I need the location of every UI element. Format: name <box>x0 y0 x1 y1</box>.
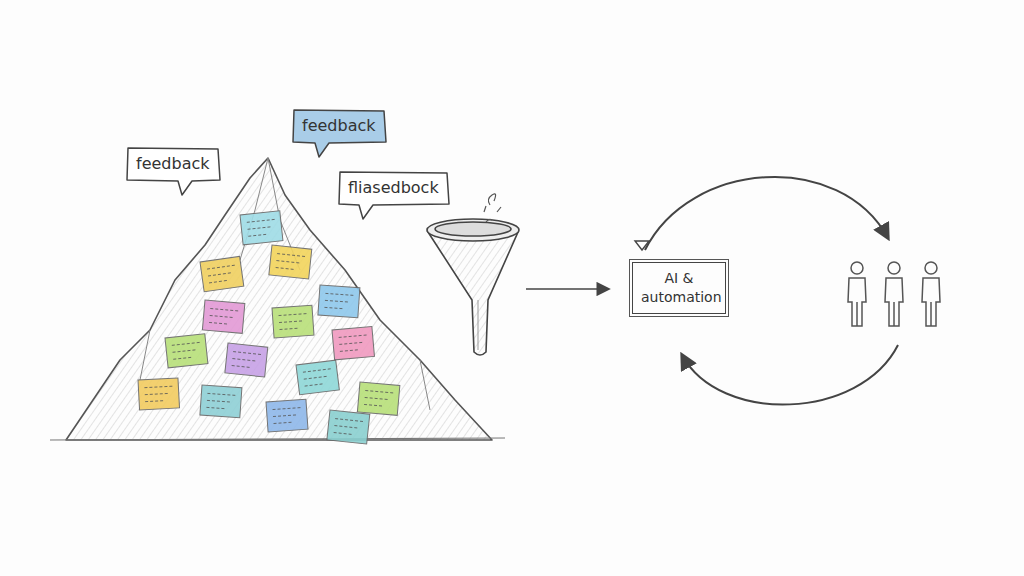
sticky-notes <box>138 211 400 444</box>
bubble-label: feedback <box>302 116 376 135</box>
people-icons <box>848 262 940 326</box>
bubble-label: feedback <box>136 154 210 173</box>
cycle-arrow <box>682 345 898 405</box>
box-label: AI & automation <box>641 269 717 307</box>
cycle-arrow <box>645 177 888 250</box>
funnel <box>427 194 519 355</box>
speech-bubble: feedback <box>290 108 388 145</box>
process-box: AI & automation <box>632 262 726 314</box>
feedback-mountain <box>66 158 492 440</box>
speech-bubble: feedback <box>124 146 222 183</box>
flow-arrow <box>526 288 608 290</box>
bubble-label: fliasedbock <box>348 178 439 197</box>
speech-bubble: fliasedbock <box>336 170 451 207</box>
